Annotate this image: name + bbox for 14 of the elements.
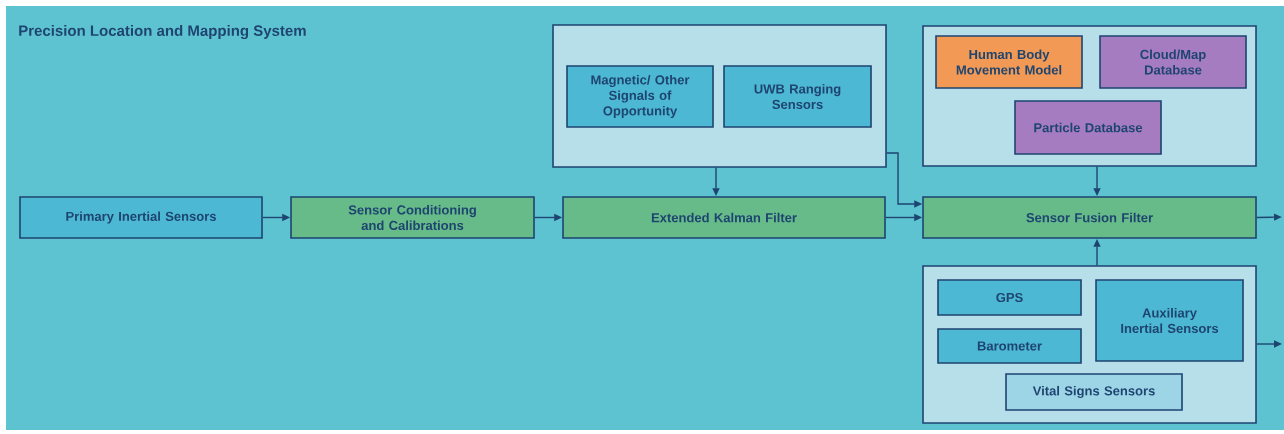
process-box: Sensor Conditioning and Calibrations	[290, 196, 535, 239]
model-box: Human Body Movement Model	[935, 35, 1083, 89]
sensor-box: Barometer	[937, 328, 1082, 364]
sensor-box: GPS	[937, 279, 1082, 316]
diagram-title: Precision Location and Mapping System	[19, 25, 306, 40]
sensor-box: Auxiliary Inertial Sensors	[1095, 279, 1244, 362]
filter-box: Extended Kalman Filter	[562, 196, 886, 239]
filter-box: Sensor Fusion Filter	[922, 196, 1257, 239]
sensor-box: Primary Inertial Sensors	[19, 196, 263, 239]
database-box: Particle Database	[1014, 100, 1162, 155]
database-box: Cloud/Map Database	[1099, 35, 1247, 89]
sensor-box: Vital Signs Sensors	[1005, 373, 1183, 411]
sensor-box: Magnetic/ Other Signals of Opportunity	[566, 65, 714, 128]
sensor-box: UWB Ranging Sensors	[723, 65, 872, 128]
